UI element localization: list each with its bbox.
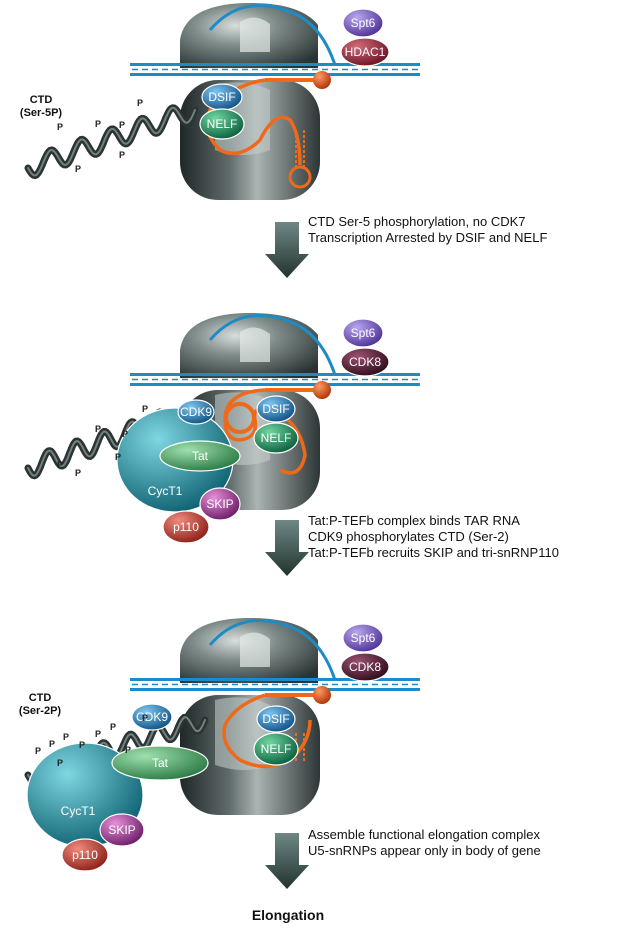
cdk9-factor-label: CDK9 <box>180 405 212 419</box>
ctd-label: CTD(Ser-5P) <box>20 94 63 119</box>
phospho-label: P <box>95 424 101 434</box>
nelf-factor-label: NELF <box>261 431 292 445</box>
spt6-factor-label: Spt6 <box>351 326 376 340</box>
skip-factor-label: SKIP <box>206 497 233 511</box>
dsif-factor: DSIF <box>256 395 296 423</box>
hdac1-factor-label: HDAC1 <box>345 45 386 59</box>
cyct1-label: CycT1 <box>148 484 183 498</box>
p110-factor-label: p110 <box>173 520 199 534</box>
dsif-factor-label: DSIF <box>262 712 289 726</box>
hdac1-factor: HDAC1 <box>340 37 390 67</box>
cdk8-factor-label: CDK8 <box>349 355 381 369</box>
phospho-label: P <box>119 120 125 130</box>
p110-factor: p110 <box>61 838 109 872</box>
dna-duplex <box>130 314 420 386</box>
skip-factor: SKIP <box>99 813 145 847</box>
phospho-label: P <box>95 729 101 739</box>
phospho-label: P <box>57 758 63 768</box>
phospho-label: P <box>79 740 85 750</box>
ctd-label: CTD(Ser-2P) <box>19 692 62 717</box>
spt6-factor-label: Spt6 <box>351 631 376 645</box>
phospho-label: P <box>57 460 63 470</box>
cyct1-label: CycT1 <box>61 804 96 818</box>
tat-factor-label: Tat <box>152 756 169 770</box>
spt6-factor: Spt6 <box>342 623 384 653</box>
dna-duplex <box>130 4 420 76</box>
phospho-label: P <box>63 732 69 742</box>
phospho-label: P <box>115 452 121 462</box>
phospho-label: P <box>122 429 128 439</box>
process-arrow <box>265 833 309 889</box>
phospho-label: P <box>125 745 131 755</box>
spt6-factor-label: Spt6 <box>351 16 376 30</box>
p110-factor: p110 <box>162 510 210 544</box>
ctd-tail <box>24 104 199 180</box>
nelf-factor: NELF <box>253 422 299 454</box>
rna-polymerase <box>180 617 320 815</box>
phospho-label: P <box>142 404 148 414</box>
phospho-label: P <box>75 468 81 478</box>
skip-factor-label: SKIP <box>108 823 135 837</box>
dsif-factor: DSIF <box>256 705 296 733</box>
nelf-factor-label: NELF <box>261 742 292 756</box>
cdk8-factor: CDK8 <box>340 347 390 377</box>
phospho-label: P <box>119 150 125 160</box>
elongation-label: Elongation <box>252 907 324 923</box>
phospho-label: P <box>49 739 55 749</box>
cdk9-factor: CDK9 <box>177 399 215 425</box>
phospho-label: P <box>57 122 63 132</box>
nelf-factor: NELF <box>199 108 245 140</box>
process-arrow <box>265 520 309 576</box>
tat-factor-label: Tat <box>192 449 209 463</box>
phospho-label: P <box>35 746 41 756</box>
p110-factor-label: p110 <box>72 848 98 862</box>
tat-factor: Tat <box>111 745 209 781</box>
nelf-factor-label: NELF <box>207 117 238 131</box>
process-arrow <box>265 222 309 278</box>
cdk8-factor-label: CDK8 <box>349 660 381 674</box>
nelf-factor: NELF <box>253 732 299 766</box>
cdk8-factor: CDK8 <box>340 652 390 682</box>
phospho-label: P <box>142 713 148 723</box>
tat-factor: Tat <box>159 440 241 472</box>
skip-factor: SKIP <box>199 487 241 521</box>
nascent-rna <box>223 381 331 475</box>
panel-3-factors: Spt6CDK8CycT1CDK9TatDSIFNELFSKIPp110PPPP… <box>19 623 390 872</box>
phospho-label: P <box>75 164 81 174</box>
dsif-factor: DSIF <box>201 83 243 111</box>
spt6-factor: Spt6 <box>342 8 384 38</box>
spt6-factor: Spt6 <box>342 318 384 348</box>
phospho-label: P <box>95 119 101 129</box>
nascent-rna <box>222 686 331 769</box>
phospho-label: P <box>110 722 116 732</box>
phospho-label: P <box>137 98 143 108</box>
dna-duplex <box>130 619 420 691</box>
dsif-factor-label: DSIF <box>208 90 235 104</box>
cdk9-factor: CDK9 <box>131 703 173 731</box>
cdk9-factor-label: CDK9 <box>136 710 168 724</box>
dsif-factor-label: DSIF <box>262 402 289 416</box>
rna-polymerase <box>180 2 320 200</box>
